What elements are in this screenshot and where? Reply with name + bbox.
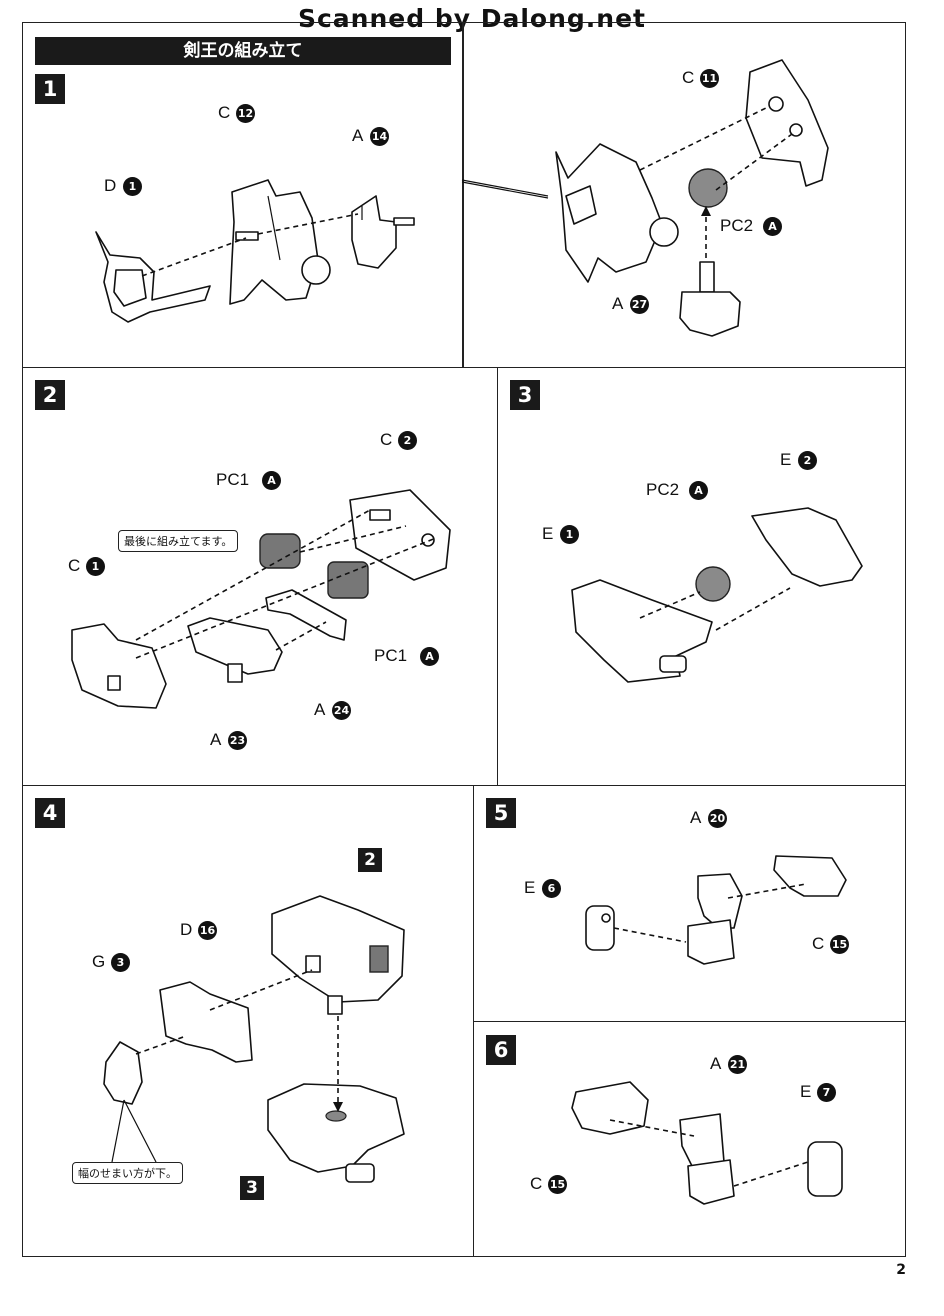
- num-s4-d16: 16: [198, 921, 217, 940]
- watermark-text: Scanned by Dalong.net: [297, 4, 646, 33]
- label-s2-a24: A: [314, 700, 326, 719]
- label-s6-a21: A: [710, 1054, 722, 1073]
- label-s1-a27: A: [612, 294, 624, 313]
- part-e1-drawing: [571, 579, 713, 683]
- step-1-divider: [462, 22, 464, 368]
- part-c15-6-drawing: [571, 1081, 649, 1135]
- num-s1-a14: 14: [370, 127, 389, 146]
- part-a20-drawing: [687, 873, 743, 965]
- part-pc2-ball-drawing: [688, 168, 728, 208]
- subassembly-ref-3: 3: [240, 1176, 264, 1200]
- num-s2-a23: 23: [228, 731, 247, 750]
- label-s3-pc2: PC2: [646, 480, 680, 499]
- label-s6-c15: C: [530, 1174, 543, 1193]
- step-number-2: 2: [35, 380, 65, 410]
- part-pc1-cap-b-drawing: [327, 561, 369, 599]
- part-2-assembly-drawing: [271, 895, 405, 1015]
- part-c2-drawing: [349, 489, 451, 581]
- label-s4-d16: D: [180, 920, 193, 939]
- step-number-6: 6: [486, 1035, 516, 1065]
- num-s1-d1: 1: [123, 177, 142, 196]
- part-d16-drawing: [159, 981, 253, 1063]
- part-pc2-ball-3-drawing: [695, 566, 731, 602]
- label-s2-pc1-a: PC1: [216, 470, 250, 489]
- label-s1-a14: A: [352, 126, 364, 145]
- step-number-1: 1: [35, 74, 65, 104]
- label-s4-g3: G: [92, 952, 106, 971]
- part-c15-drawing: [773, 855, 847, 897]
- part-e6-drawing: [585, 905, 615, 951]
- part-c1-drawing: [71, 623, 167, 709]
- label-s5-a20: A: [690, 808, 702, 827]
- part-a14-neck-drawing: [351, 195, 415, 269]
- num-s2-a24: 24: [332, 701, 351, 720]
- label-s1-d1: D: [104, 176, 117, 195]
- step-number-4: 4: [35, 798, 65, 828]
- label-s5-e6: E: [524, 878, 536, 897]
- part-c12-head-drawing: [229, 179, 331, 305]
- part-d1-visor-drawing: [95, 231, 211, 323]
- num-s5-a20: 20: [708, 809, 727, 828]
- part-e7-drawing: [807, 1141, 843, 1197]
- page-number: 2: [896, 1262, 906, 1278]
- part-3-assembly-drawing: [267, 1083, 405, 1183]
- part-pc1-cap-a-drawing: [259, 533, 301, 569]
- num-s6-e7: 7: [817, 1083, 836, 1102]
- subassembly-ref-2: 2: [358, 848, 382, 872]
- label-s2-a23: A: [210, 730, 222, 749]
- num-s1-a27: 27: [630, 295, 649, 314]
- note-assemble-last: 最後に組み立てます。: [118, 530, 239, 552]
- part-a21-drawing: [679, 1113, 735, 1205]
- part-g3-drawing: [103, 1041, 143, 1105]
- num-s3-e2: 2: [798, 451, 817, 470]
- label-s1-c11: C: [682, 68, 695, 87]
- num-s2-c1: 1: [86, 557, 105, 576]
- num-s1-c12: 12: [236, 104, 255, 123]
- label-s2-c2: C: [380, 430, 393, 449]
- part-assembled-head-drawing: [555, 143, 679, 283]
- label-s2-pc1-b: PC1: [374, 646, 408, 665]
- part-e2-drawing: [751, 507, 863, 587]
- page-title: 剣王の組み立て: [35, 37, 451, 65]
- part-a27-joint-drawing: [679, 261, 741, 337]
- label-s1-c12: C: [218, 103, 231, 122]
- label-s6-e7: E: [800, 1082, 812, 1101]
- num-s3-pc2: A: [689, 481, 708, 500]
- step-6-panel: [473, 1021, 906, 1257]
- num-s3-e1: 1: [560, 525, 579, 544]
- part-a23-drawing: [187, 617, 283, 683]
- note-narrow-side-down: 幅のせまい方が下。: [72, 1162, 183, 1184]
- num-s2-c2: 2: [398, 431, 417, 450]
- num-s5-e6: 6: [542, 879, 561, 898]
- num-s1-c11: 11: [700, 69, 719, 88]
- num-s2-pc1-a: A: [262, 471, 281, 490]
- label-s1-pc2: PC2: [720, 216, 754, 235]
- num-s1-pc2: A: [763, 217, 782, 236]
- part-c11-back-head-drawing: [745, 59, 829, 187]
- step-number-3: 3: [510, 380, 540, 410]
- part-a24-drawing: [265, 589, 347, 641]
- num-s5-c15: 15: [830, 935, 849, 954]
- num-s6-a21: 21: [728, 1055, 747, 1074]
- num-s6-c15: 15: [548, 1175, 567, 1194]
- num-s2-pc1-b: A: [420, 647, 439, 666]
- label-s2-c1: C: [68, 556, 81, 575]
- label-s3-e2: E: [780, 450, 792, 469]
- label-s3-e1: E: [542, 524, 554, 543]
- step-number-5: 5: [486, 798, 516, 828]
- label-s5-c15: C: [812, 934, 825, 953]
- num-s4-g3: 3: [111, 953, 130, 972]
